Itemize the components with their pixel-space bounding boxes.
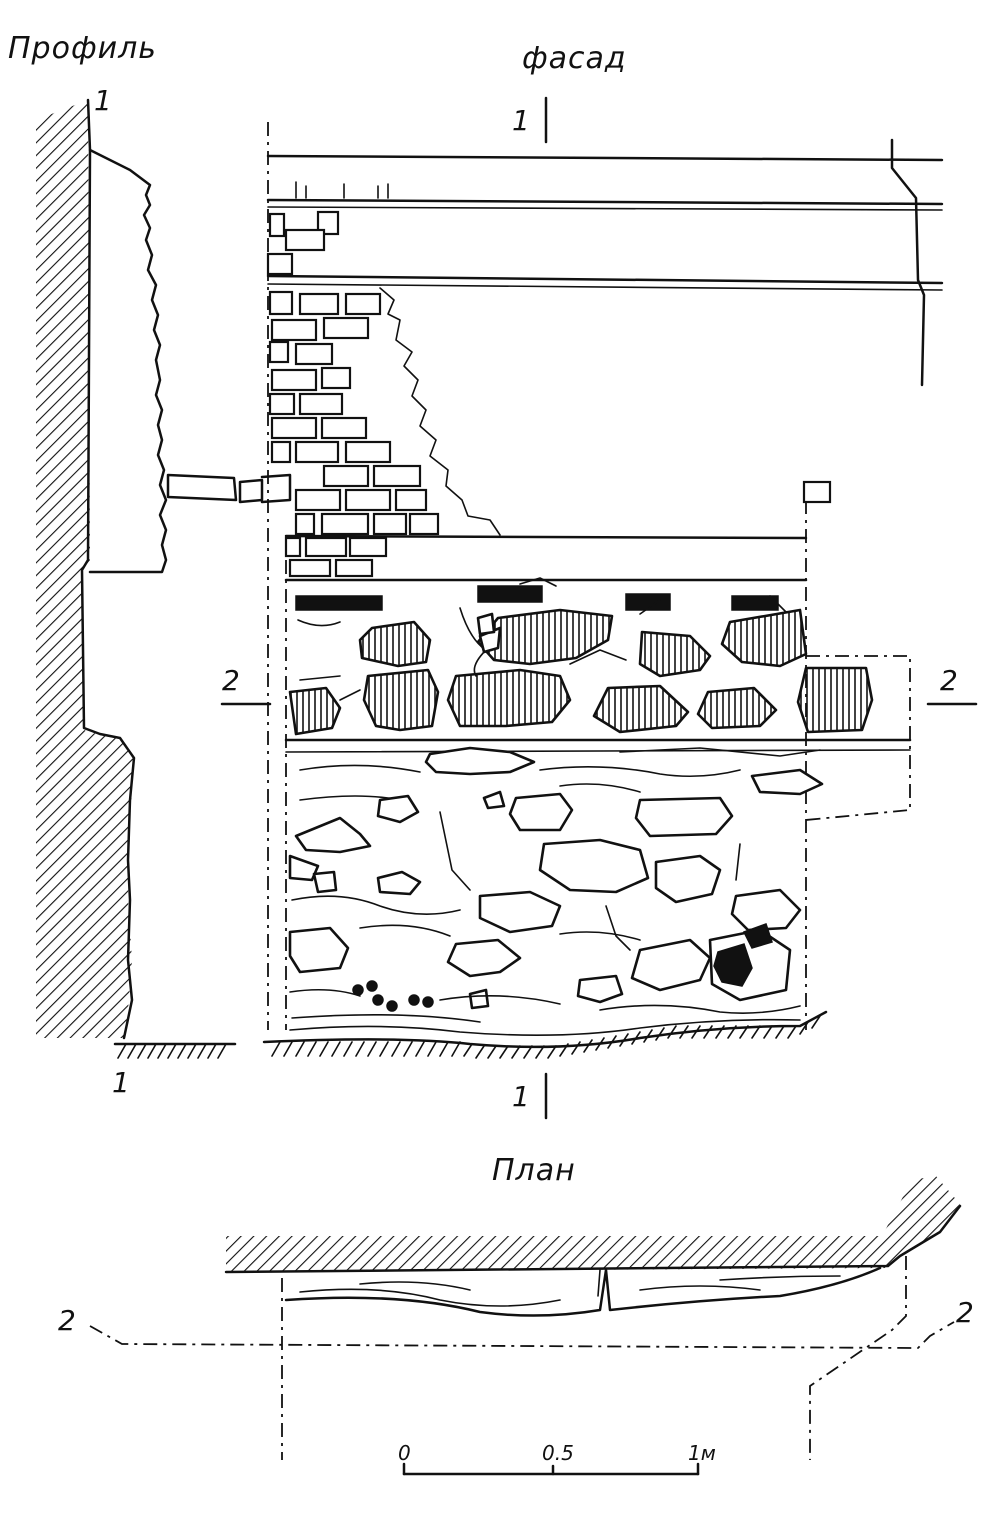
- profile-section: 1 1: [36, 84, 292, 1099]
- facade-cornice-lines: [266, 138, 944, 387]
- facade-dark-blocks: [295, 585, 779, 611]
- plan-section2-line: [89, 1321, 955, 1349]
- profile-wall-face: [80, 98, 136, 1040]
- facade-band-lines: [284, 534, 912, 821]
- scale-tick-half: 0.5: [542, 1441, 574, 1465]
- profile-title: Профиль: [8, 31, 157, 66]
- profile-ground: [113, 1042, 237, 1059]
- scale-bar: 0 0.5 1м: [398, 1441, 716, 1476]
- facade-brick-masonry: [266, 210, 832, 578]
- section2-label-plan-right: 2: [956, 1296, 974, 1329]
- section1-label-profile-top: 1: [94, 84, 112, 117]
- section2-label-plan-left: 2: [58, 1304, 76, 1337]
- facade-mortar-cracks: [297, 577, 821, 801]
- profile-brick-stub: [166, 473, 264, 504]
- plan-wall-face: [224, 1204, 962, 1274]
- plan-masonry-veining: [299, 1269, 841, 1307]
- plan-wall-hatch: [226, 1176, 960, 1272]
- facade-section: 1: [220, 96, 978, 1120]
- scale-tick-1m: 1м: [688, 1441, 716, 1465]
- plan-right-boundary: [809, 1256, 907, 1460]
- facade-title: фасад: [522, 41, 627, 76]
- plan-title: План: [492, 1153, 576, 1188]
- profile-wall-hatch: [36, 100, 134, 1038]
- profile-brick-stub-end: [260, 473, 292, 504]
- section2-label-facade-right: 2: [940, 664, 958, 697]
- section1-label-profile-bottom: 1: [112, 1066, 130, 1099]
- facade-ground: [262, 1010, 828, 1059]
- facade-dark-pebbles: [352, 923, 773, 1012]
- section1-label-facade-top: 1: [512, 104, 530, 137]
- plan-section: 2 2: [58, 1176, 974, 1460]
- section2-label-facade-left: 2: [222, 664, 240, 697]
- scale-tick-0: 0: [398, 1441, 411, 1465]
- facade-crosshatched-stone: [424, 746, 536, 776]
- plan-masonry-outline: [284, 1266, 882, 1317]
- profile-brick-outline: [88, 148, 168, 574]
- facade-lower-veining: [289, 811, 801, 1023]
- facade-hatched-stones: [288, 608, 874, 736]
- section1-label-facade-bottom: 1: [512, 1080, 530, 1113]
